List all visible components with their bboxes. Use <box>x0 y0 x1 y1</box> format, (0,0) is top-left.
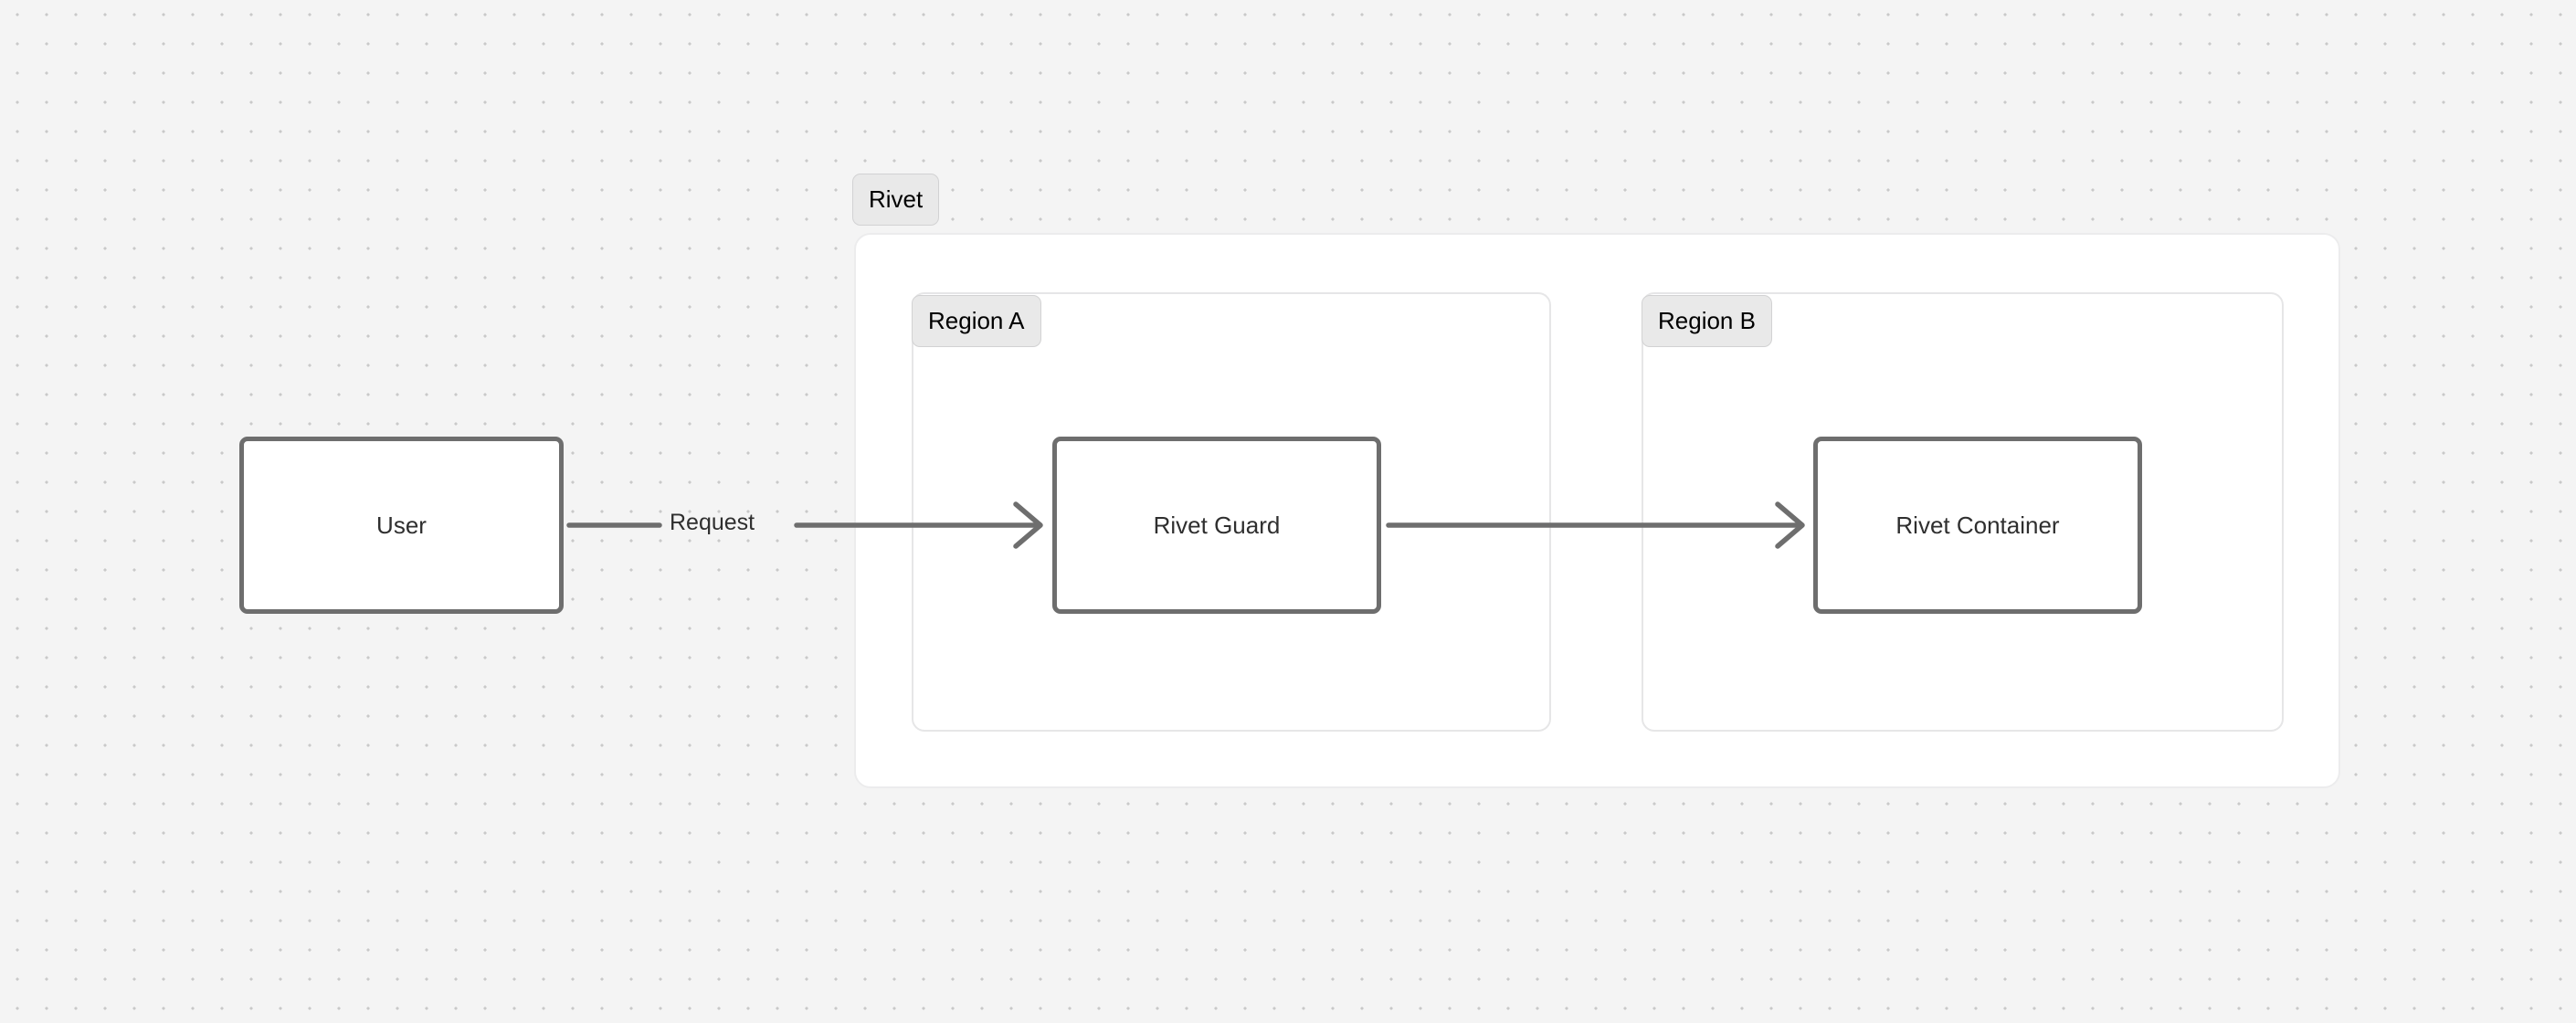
edge-label-request[interactable]: Request <box>670 510 755 535</box>
node-rivet-guard[interactable]: Rivet Guard <box>1052 437 1381 614</box>
node-rivet-guard-label: Rivet Guard <box>1153 512 1281 539</box>
group-label-region-b[interactable]: Region B <box>1642 295 1772 347</box>
node-user[interactable]: User <box>239 437 564 614</box>
group-label-rivet[interactable]: Rivet <box>852 174 940 226</box>
node-user-label: User <box>376 512 427 539</box>
node-rivet-container[interactable]: Rivet Container <box>1813 437 2142 614</box>
node-rivet-container-label: Rivet Container <box>1895 512 2060 539</box>
group-label-region-a[interactable]: Region A <box>912 295 1041 347</box>
